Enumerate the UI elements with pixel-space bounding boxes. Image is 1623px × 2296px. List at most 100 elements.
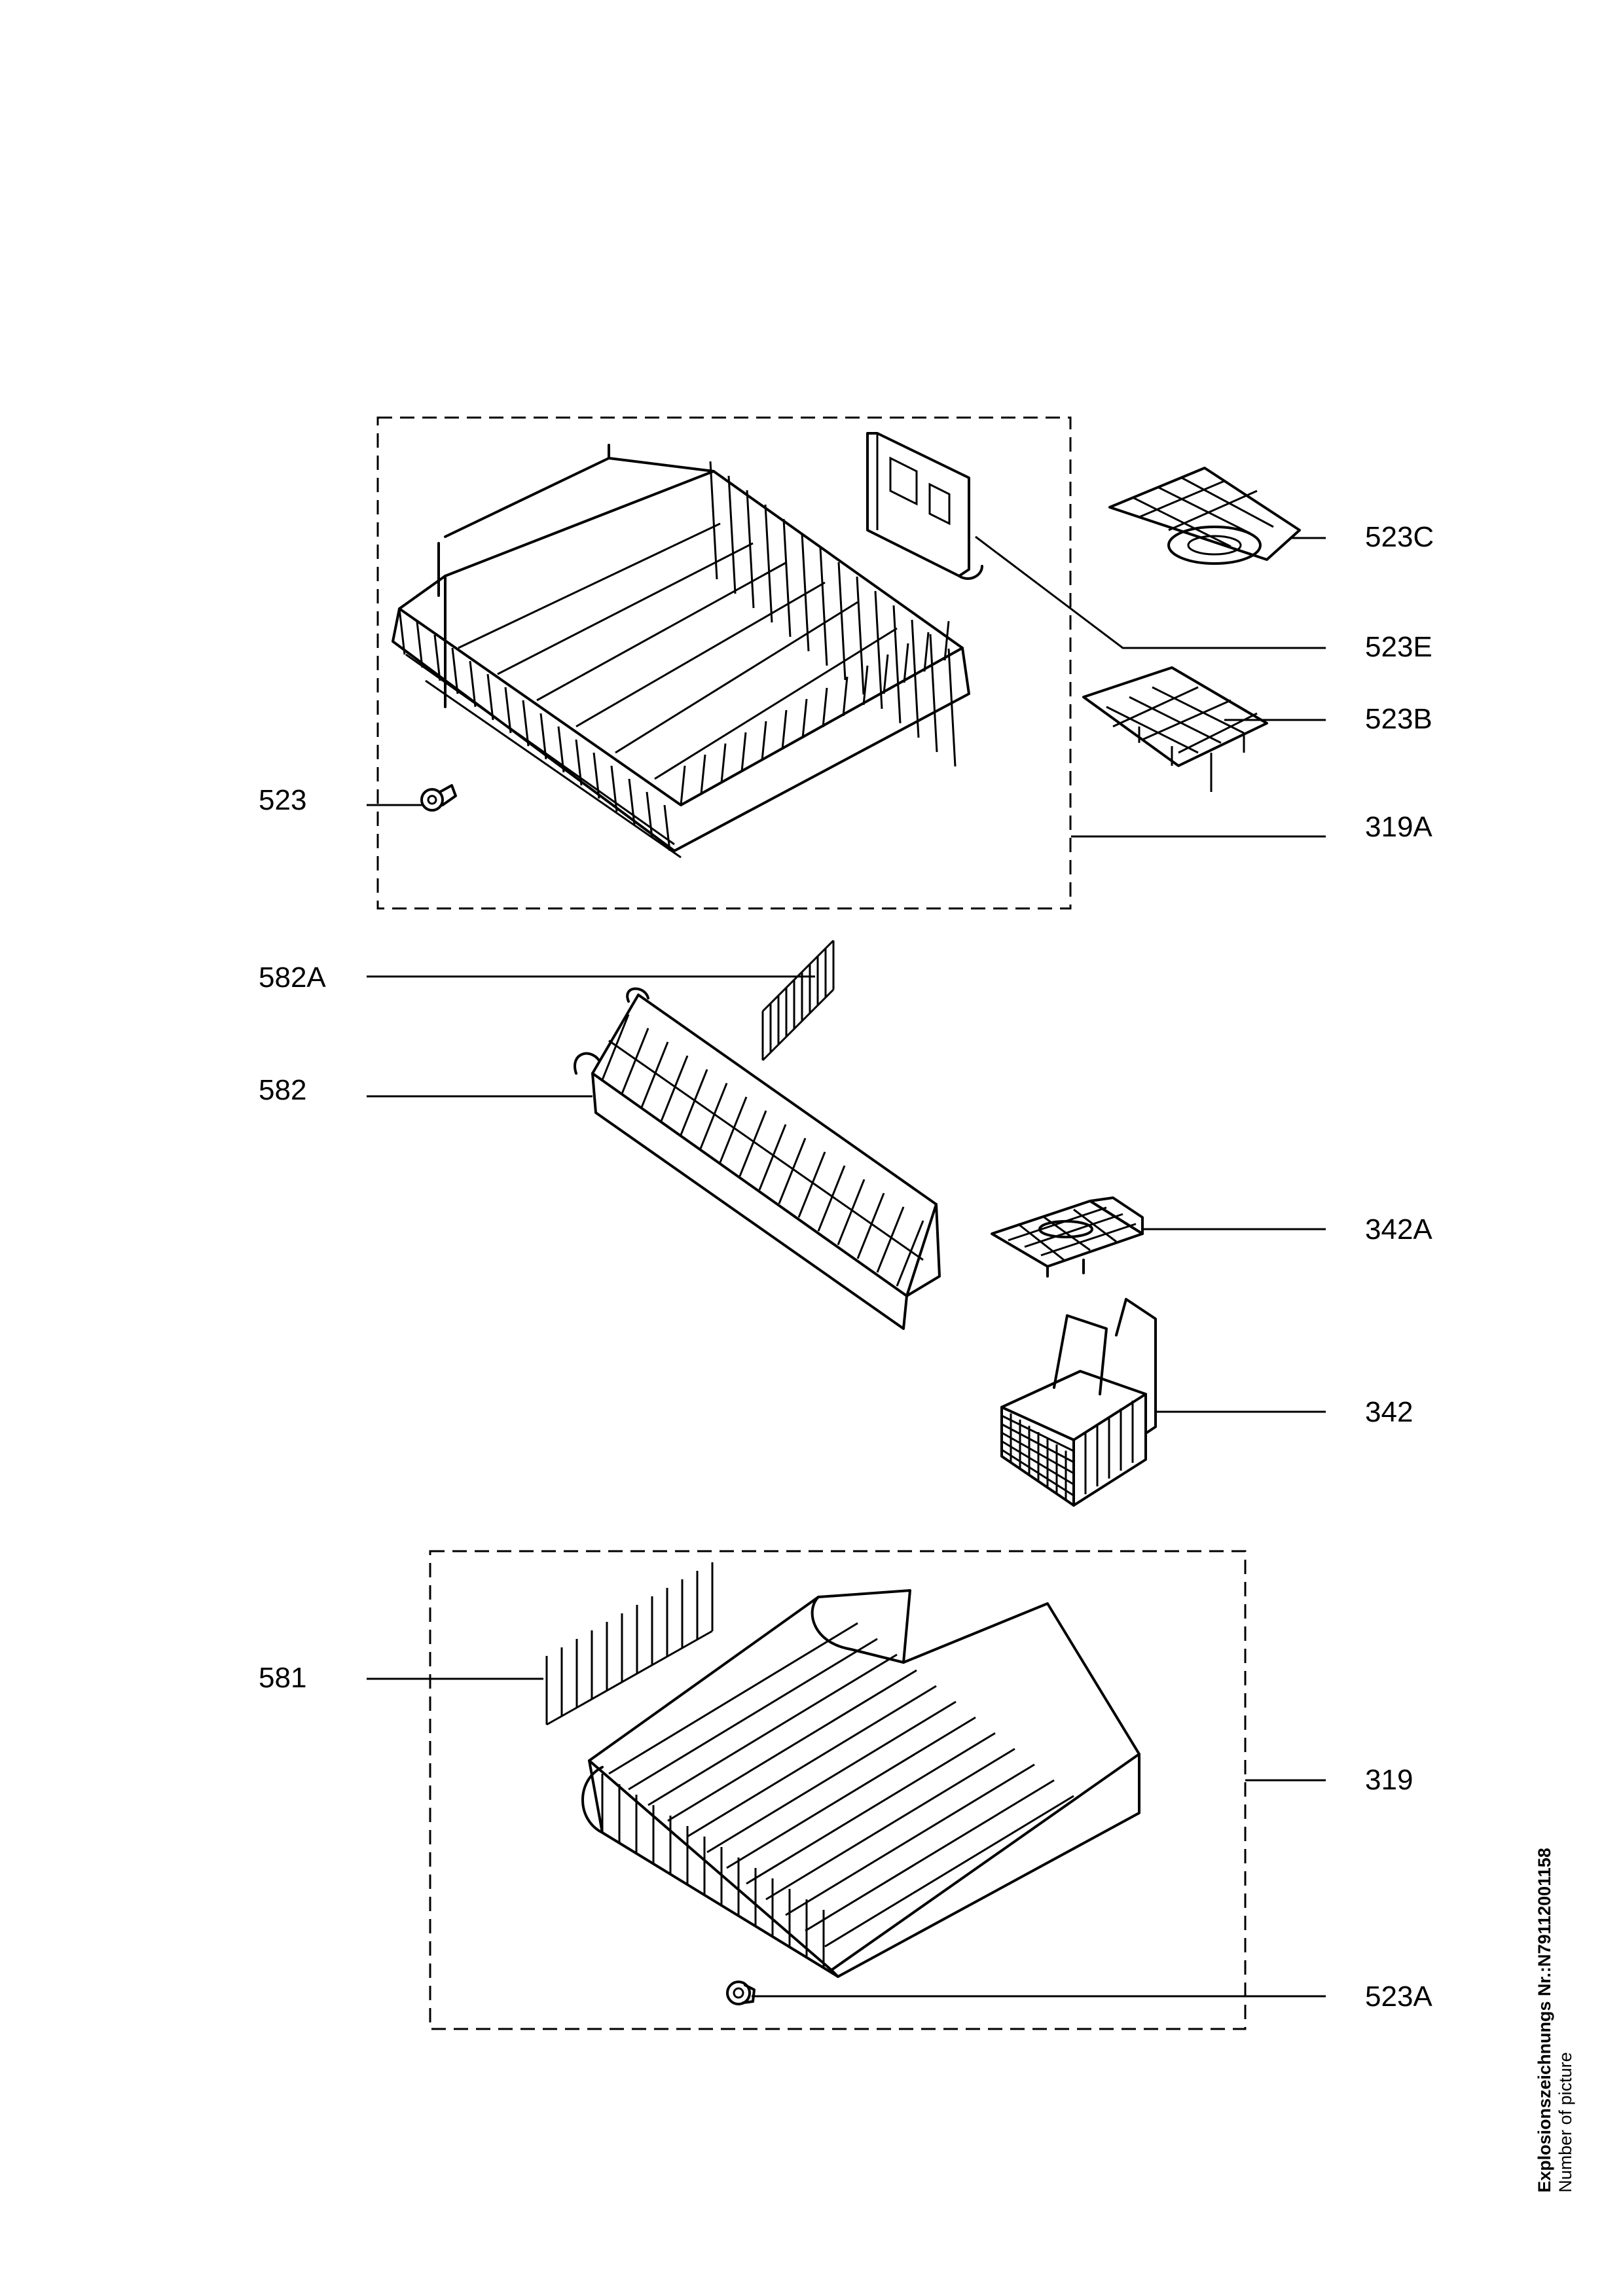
wire-line [608, 1622, 858, 1775]
wire-line [646, 791, 653, 838]
small-rack-523C-drawing [1108, 467, 1301, 565]
cutlery-tray-582-drawing [574, 987, 941, 1330]
wire-line [837, 1179, 866, 1246]
wire-line [758, 1124, 787, 1191]
wheel-523A-drawing [726, 1981, 756, 2005]
wire-line [805, 1779, 1055, 1932]
upper-basket-drawing [392, 444, 970, 859]
label-581: 581 [259, 1662, 306, 1694]
wire-line [923, 632, 930, 672]
label-523C: 523C [1365, 521, 1434, 553]
wire-line [746, 1732, 996, 1885]
wire-line [943, 620, 950, 661]
wire-line [862, 665, 869, 706]
wire-line [824, 1795, 1074, 1948]
wire-line [817, 1165, 846, 1232]
wire-line [782, 518, 792, 637]
wire-line [740, 732, 747, 772]
wire-line [947, 648, 957, 767]
wire-line [433, 634, 441, 681]
wire-line [874, 590, 883, 709]
label-582: 582 [259, 1074, 306, 1106]
label-523B: 523B [1365, 703, 1432, 735]
wire-line [765, 1748, 1015, 1901]
wire-line [911, 619, 920, 738]
wire-line [700, 754, 706, 795]
upper-basket-assembly-box [376, 416, 1072, 910]
wire-line [726, 1716, 976, 1869]
cutlery-basket-342-drawing [1000, 1298, 1157, 1507]
flap-rack-523B-drawing [1082, 666, 1268, 792]
wire-line [837, 562, 847, 681]
wire-line [761, 988, 835, 1062]
wire-line [680, 765, 686, 806]
label-319A: 319A [1365, 811, 1432, 843]
wire-line [539, 713, 547, 760]
wire-line [778, 1138, 807, 1204]
wire-line [720, 743, 727, 783]
lower-basket-assembly-box [429, 1550, 1247, 2030]
wire-line [801, 533, 810, 652]
leader-lines [367, 535, 1326, 1998]
wire-line [856, 1193, 885, 1259]
label-523A: 523A [1365, 1981, 1432, 2013]
wire-line [557, 726, 565, 773]
wire-line [896, 1220, 924, 1287]
wire-line [819, 547, 828, 666]
wire-line [575, 739, 583, 786]
wire-line [727, 475, 737, 594]
wire-line [608, 1039, 924, 1261]
wire-line [593, 752, 600, 799]
wire-line [801, 698, 808, 739]
wire-line [486, 673, 494, 721]
wire-line [469, 660, 477, 708]
clip-panel-523E-drawing [866, 432, 983, 580]
wire-line [746, 490, 755, 609]
wire-line [709, 461, 718, 580]
wire-line [856, 576, 865, 695]
wire-line [451, 647, 459, 694]
wire-line [719, 1096, 748, 1163]
wire-line [504, 687, 512, 734]
wire-line [842, 676, 848, 717]
wire-line [663, 804, 671, 852]
tine-row-582A-drawing [761, 939, 835, 1062]
wire-line [398, 608, 406, 655]
tine-row-581-drawing [545, 1562, 714, 1726]
wire-line [1001, 1414, 1074, 1452]
wire-line [621, 1028, 649, 1094]
wire-line [522, 700, 530, 747]
wire-line [687, 1685, 937, 1838]
wire-line [416, 621, 424, 668]
wire-line [1001, 1448, 1074, 1497]
wire-line [647, 1653, 898, 1806]
wire-line [1001, 1440, 1074, 1486]
wire-line [601, 1014, 630, 1081]
wire-line [903, 643, 909, 683]
wire-line [739, 1110, 767, 1177]
wire-line [892, 605, 902, 724]
wire-line [706, 1700, 957, 1854]
label-523: 523 [259, 784, 306, 816]
label-523E: 523E [1365, 631, 1432, 663]
wire-line [764, 504, 773, 623]
wire-line [680, 1069, 708, 1136]
wire-line [1001, 1431, 1074, 1475]
basket-lid-342A-drawing [991, 1196, 1144, 1278]
lower-basket-drawing [581, 1589, 1140, 1978]
wire-line [640, 1041, 669, 1108]
wire-line [822, 687, 828, 728]
caption-drawing-number: Explosionszeichnungs Nr.:N79112001158 [1535, 1848, 1554, 2193]
label-342A: 342A [1365, 1213, 1432, 1246]
wire-line [699, 1083, 728, 1149]
wire-line [628, 778, 636, 825]
wire-line [797, 1151, 826, 1218]
wire-line [628, 1638, 878, 1791]
wire-line [929, 634, 938, 753]
wire-line [883, 654, 889, 694]
label-342: 342 [1365, 1396, 1413, 1428]
wire-line [781, 709, 788, 750]
picture-number-caption: Explosionszeichnungs Nr.:N79112001158 Nu… [1535, 1848, 1575, 2193]
wire-line [876, 1206, 905, 1273]
